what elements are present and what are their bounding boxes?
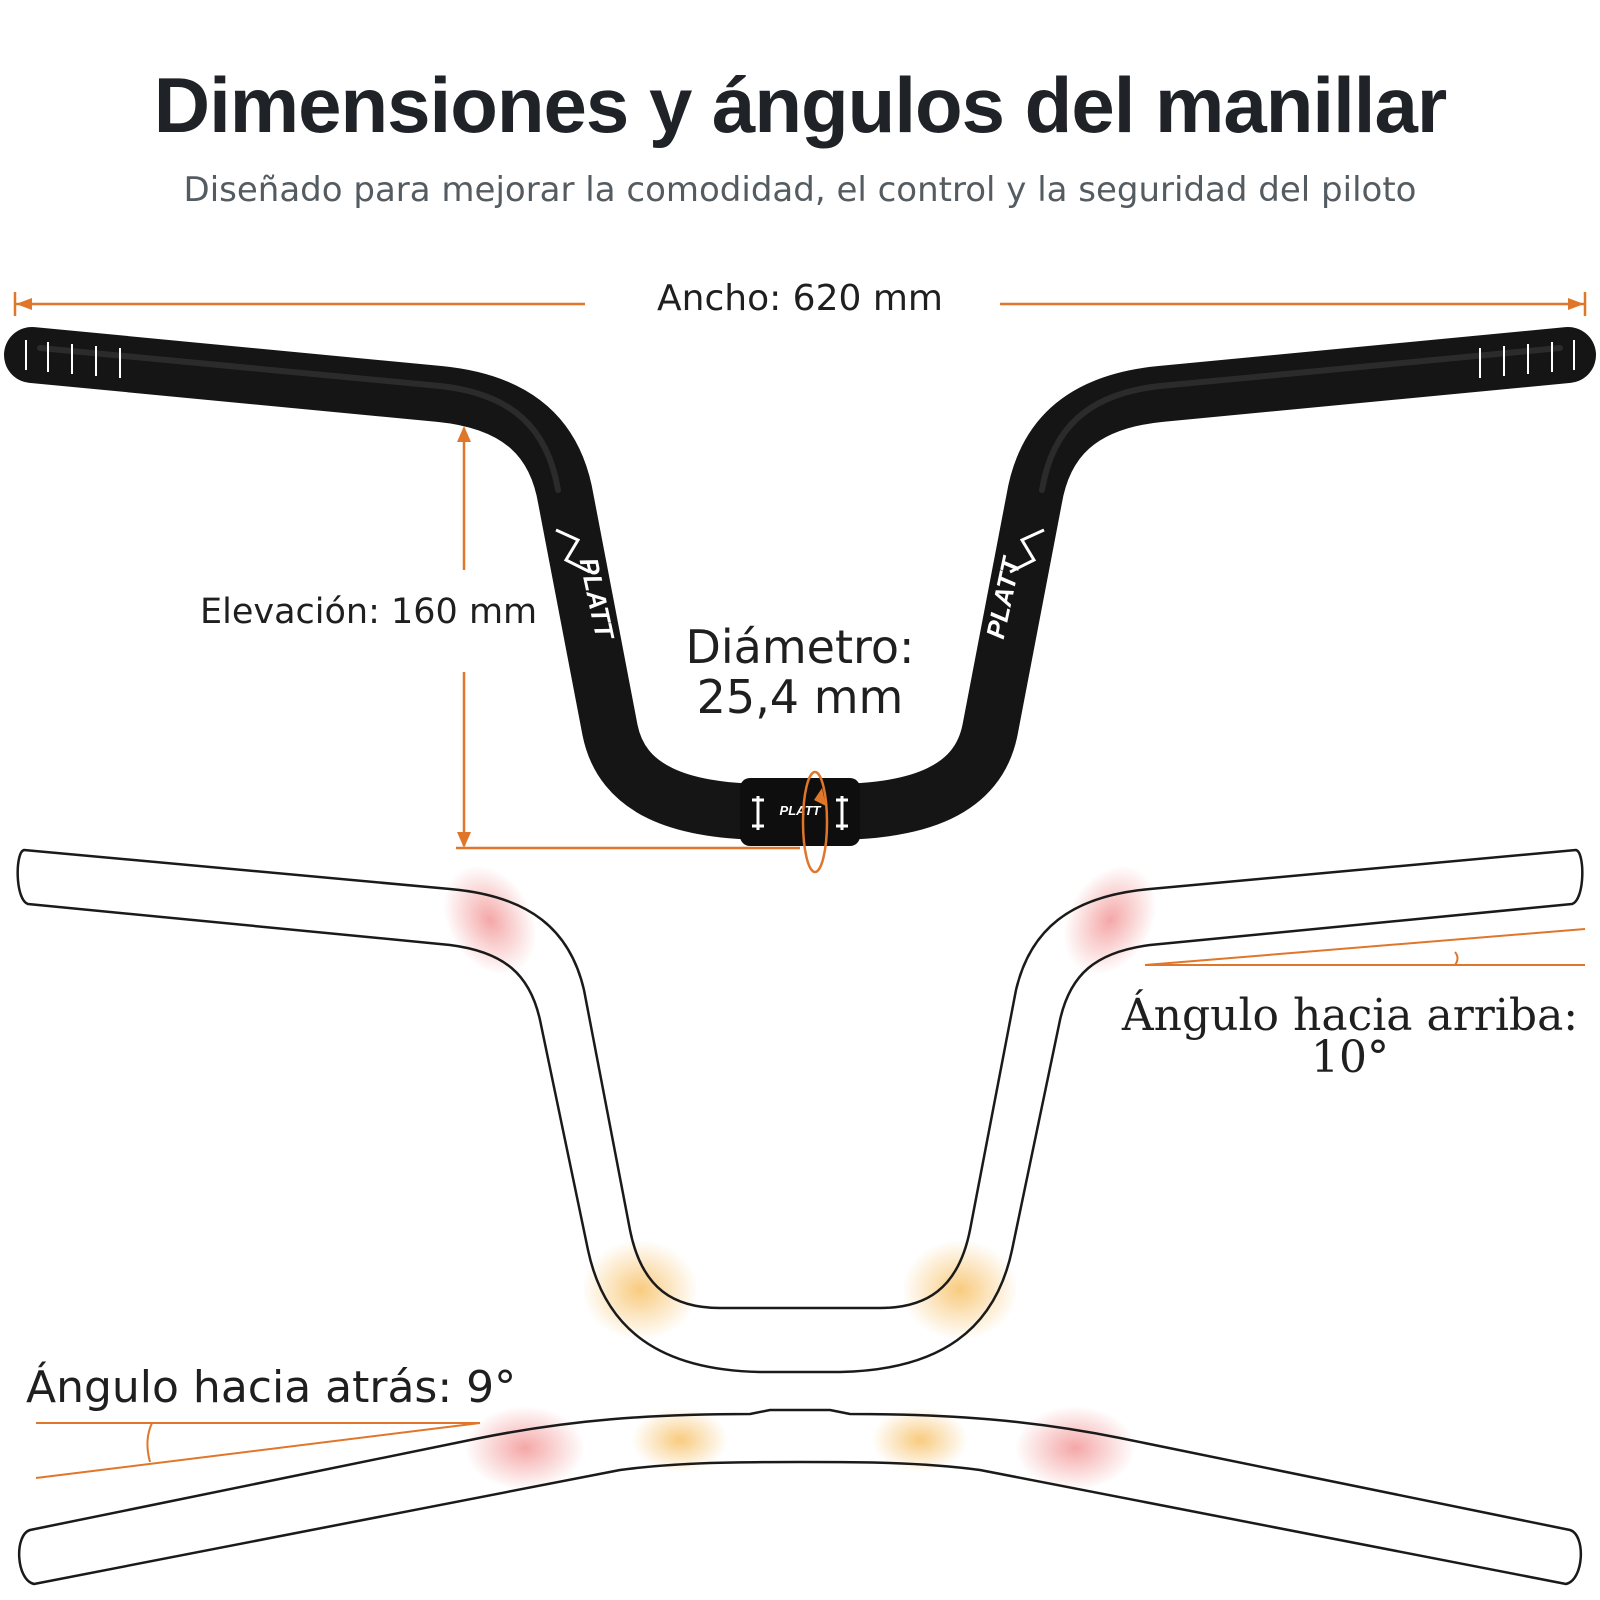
clamp-marks-left: [752, 796, 764, 830]
grip-scale-left: [25, 340, 121, 378]
handlebar-outline-backsweep: [17, 1406, 1583, 1586]
handlebar-outline-upsweep: [16, 848, 1584, 1374]
diagram-subtitle: Diseñado para mejorar la comodidad, el c…: [183, 170, 1417, 210]
width-dimension-line: [13, 292, 1587, 316]
diameter-label: Diámetro: 25,4 mm: [685, 620, 915, 724]
clamp-logo: PLATT: [780, 803, 822, 818]
rise-dimension-line: [456, 426, 800, 850]
diameter-indicator: [801, 770, 829, 874]
backsweep-angle-lines: [35, 1422, 481, 1479]
handlebar-front-view: PLATT PLATT PLATT: [4, 327, 1596, 846]
backsweep-angle-label: Ángulo hacia atrás: 9°: [26, 1362, 517, 1413]
upright-emblem-left: [555, 528, 591, 574]
grip-scale-right: [1479, 340, 1575, 378]
upright-emblem-right: [1009, 528, 1045, 574]
diagram-title: Dimensiones y ángulos del manillar: [153, 61, 1447, 149]
upsweep-angle-label: Ángulo hacia arriba: 10°: [1121, 990, 1579, 1083]
width-label: Ancho: 620 mm: [657, 278, 943, 319]
rise-label: Elevación: 160 mm: [200, 592, 538, 632]
clamp-marks-right: [836, 796, 848, 830]
upsweep-angle-lines: [1144, 928, 1586, 966]
